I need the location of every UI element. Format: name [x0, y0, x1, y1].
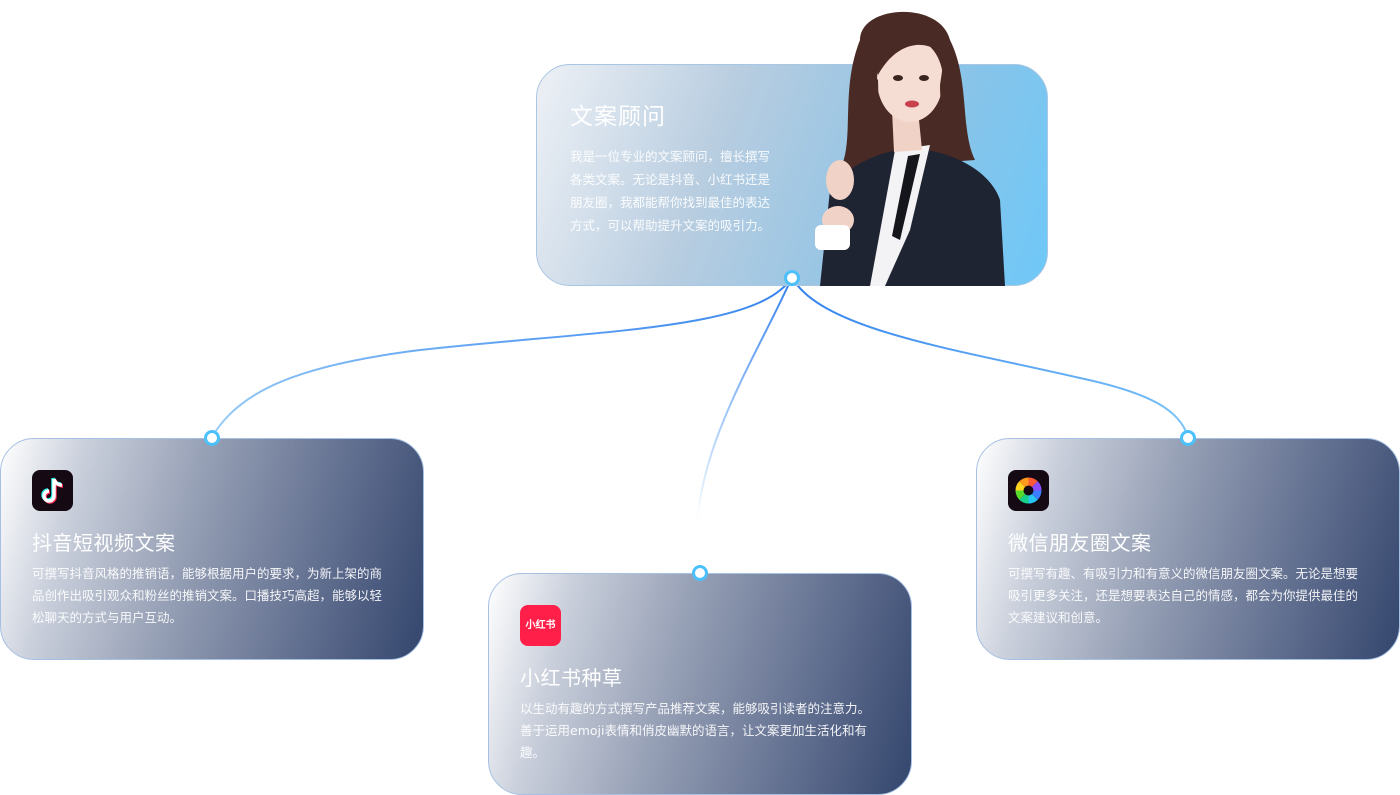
douyin-description: 可撰写抖音风格的推销语，能够根据用户的要求，为新上架的商品创作出吸引观众和粉丝的… [32, 566, 383, 625]
xiaohongshu-title: 小红书种草 [520, 666, 623, 690]
xiaohongshu-icon-label: 小红书 [525, 620, 556, 631]
wechat-connector-dot[interactable] [1180, 430, 1196, 446]
portrait-avatar [815, 11, 1005, 286]
wechat-moments-icon [1008, 470, 1049, 511]
connector-right [791, 276, 1189, 438]
wechat-moments-node-card[interactable]: 微信朋友圈文案 可撰写有趣、有吸引力和有意义的微信朋友圈文案。无论是想要吸引更多… [976, 438, 1400, 660]
root-title: 文案顾问 [570, 104, 666, 130]
xiaohongshu-icon: 小红书 [520, 605, 561, 646]
wechat-moments-title: 微信朋友圈文案 [1008, 531, 1152, 555]
connector-middle [696, 276, 793, 531]
connector-left [211, 276, 793, 438]
douyin-icon [32, 470, 73, 511]
xiaohongshu-connector-dot[interactable] [692, 565, 708, 581]
root-description: 我是一位专业的文案顾问，擅长撰写各类文案。无论是抖音、小红书还是朋友圈，我都能帮… [570, 149, 771, 233]
wechat-moments-description: 可撰写有趣、有吸引力和有意义的微信朋友圈文案。无论是想要吸引更多关注，还是想要表… [1008, 566, 1359, 625]
douyin-title: 抖音短视频文案 [32, 531, 176, 555]
xiaohongshu-description: 以生动有趣的方式撰写产品推荐文案，能够吸引读者的注意力。善于运用emoji表情和… [520, 701, 871, 760]
douyin-connector-dot[interactable] [204, 430, 220, 446]
xiaohongshu-node-card[interactable]: 小红书 小红书种草 以生动有趣的方式撰写产品推荐文案，能够吸引读者的注意力。善于… [488, 573, 912, 795]
root-connector-dot[interactable] [784, 270, 800, 286]
douyin-node-card[interactable]: 抖音短视频文案 可撰写抖音风格的推销语，能够根据用户的要求，为新上架的商品创作出… [0, 438, 424, 660]
